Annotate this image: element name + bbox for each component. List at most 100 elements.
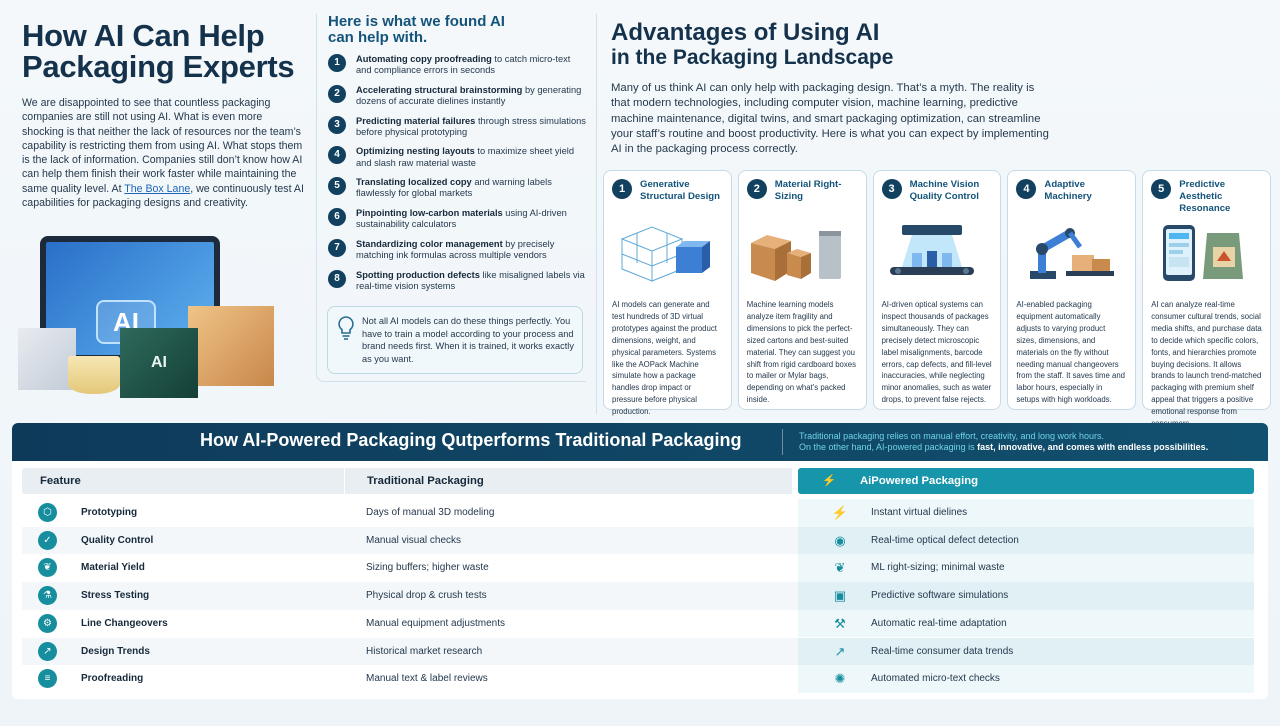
comparison-banner: How AI-Powered Packaging Qutperforms Tra… [12,423,1268,461]
card-number: 2 [746,179,767,199]
traditional-value: Sizing buffers; higher waste [366,562,489,574]
item-rest-text: and warning labels flawlessly for global… [356,177,552,199]
item-rest-text: to catch micro-text and compliance error… [356,54,571,76]
banner-title: How AI-Powered Packaging Qutperforms Tra… [200,430,742,450]
item-bold-text: Spotting production defects [356,269,480,280]
cardboard-box [188,306,274,386]
card-number: 1 [612,179,632,199]
banner-divider [782,429,783,455]
row-ai-background [798,637,1254,666]
card-description: AI-driven optical systems can inspect th… [881,300,992,405]
row-ai-background [798,526,1254,555]
feature-name: Material Yield [81,562,145,574]
chart-line-icon: ↗ [38,641,57,661]
ai-value: Automatic real-time adaptation [871,617,1007,629]
traditional-value: Manual visual checks [366,534,462,546]
card-title: Predictive Aesthetic Resonance [1179,179,1231,214]
card-illustration [1016,219,1127,285]
item-number: 7 [328,238,346,257]
row-ai-background [798,582,1254,610]
item-bold-text: Translating localized copy [356,177,472,188]
feature-name: Proofreading [81,673,144,685]
header-ai: ⚡ AiPowered Packaging [798,468,1254,494]
ai-value: Real-time optical defect detection [871,534,1019,546]
card-illustration [1151,219,1262,285]
row-ai-background [798,609,1254,638]
card-illustration [612,219,723,285]
item-rest-text: by precisely matching ink formulas acros… [356,238,555,261]
card-number: 4 [1016,179,1037,199]
traditional-value: Manual text & label reviews [366,673,488,685]
found-panel: Here is what we found AI can help with. … [316,14,586,382]
note-text: Not all AI models can do these things pe… [362,316,574,364]
advantages-intro: Many of us think AI can only help with p… [611,82,1049,156]
page-title-line2: Packaging Experts [22,49,295,84]
hero-illustration: AI AI [8,226,308,416]
item-bold-text: Automating copy proofreading [356,54,492,64]
found-item: 1 Automating copy proofreading to catch m… [328,54,586,85]
item-number: 6 [328,207,346,226]
row-ai-background [798,499,1254,527]
the-box-lane-link[interactable]: The Box Lane [124,182,191,195]
advantages-title-line2: in the Packaging Landscape [611,46,894,69]
intro-text-after: , we continuously test AI capabilities f… [22,182,304,210]
item-number: 1 [328,54,346,72]
item-text: Pinpointing low-carbon materials using A… [356,208,586,231]
gear-icon: ⚙ [38,613,57,633]
ai-value: Automated micro-text checks [871,673,1000,685]
feature-name: Line Changeovers [81,617,168,629]
card-description: AI models can generate and test hundreds… [612,300,717,417]
chip-icon: ▣ [833,588,847,604]
green-ai-box: AI [120,328,198,398]
card-title: Machine Vision Quality Control [909,179,980,202]
left-column: How AI Can Help Packaging Experts We are… [22,20,304,210]
item-bold-text: Standardizing color management [356,238,503,249]
item-rest-text: like misaligned labels via real-time vis… [356,269,585,291]
advantage-cards: 1 Generative Structural Design AI models c… [603,170,1271,428]
found-item: 6 Pinpointing low-carbon materials using … [328,207,586,239]
item-text: Translating localized copy and warning l… [356,177,586,200]
card-header: 5 Predictive Aesthetic Resonance [1151,179,1262,215]
found-title-line2: can help with. [328,29,428,46]
item-rest-text: using AI-driven sustainability calculato… [356,207,567,230]
card-description: Machine learning models analyze item fra… [746,300,857,405]
banner-note-line2-text: On the other hand, AI-powered packaging … [799,442,978,452]
leaf-icon: ❦ [38,558,57,578]
ai-value: Instant virtual dielines [871,507,968,518]
page-title-line1: How AI Can Help [22,18,265,53]
item-text: Automating copy proofreading to catch mi… [356,54,586,77]
lightbulb-icon [336,315,362,365]
card-title: Generative Structural Design [640,179,720,202]
advantages-title-line1: Advantages of Using AI [611,19,880,46]
row-ai-background [798,554,1254,583]
banner-note-line1: Traditional packaging relies on manual e… [799,431,1104,441]
banner-note-line2: On the other hand, AI-powered packaging … [799,442,1259,453]
card-number: 5 [1151,179,1172,199]
item-text: Spotting production defects like misalig… [356,270,586,293]
item-bold-text: Optimizing nesting layouts [356,146,475,157]
card-description: AI can analyze real-time consumer cultur… [1151,300,1262,428]
advantage-card: 1 Generative Structural Design AI models c… [603,170,732,416]
card-illustration [747,219,858,285]
top-section: How AI Can Help Packaging Experts We are… [8,14,1271,428]
white-box [18,328,76,390]
intro-paragraph: We are disappointed to see that countles… [22,96,304,210]
cube-icon: ⬡ [38,503,57,522]
traditional-value: Days of manual 3D modeling [366,507,495,518]
ai-value: Predictive software simulations [871,590,1009,602]
traditional-value: Historical market research [366,645,483,657]
flask-icon: ⚗ [38,586,57,606]
